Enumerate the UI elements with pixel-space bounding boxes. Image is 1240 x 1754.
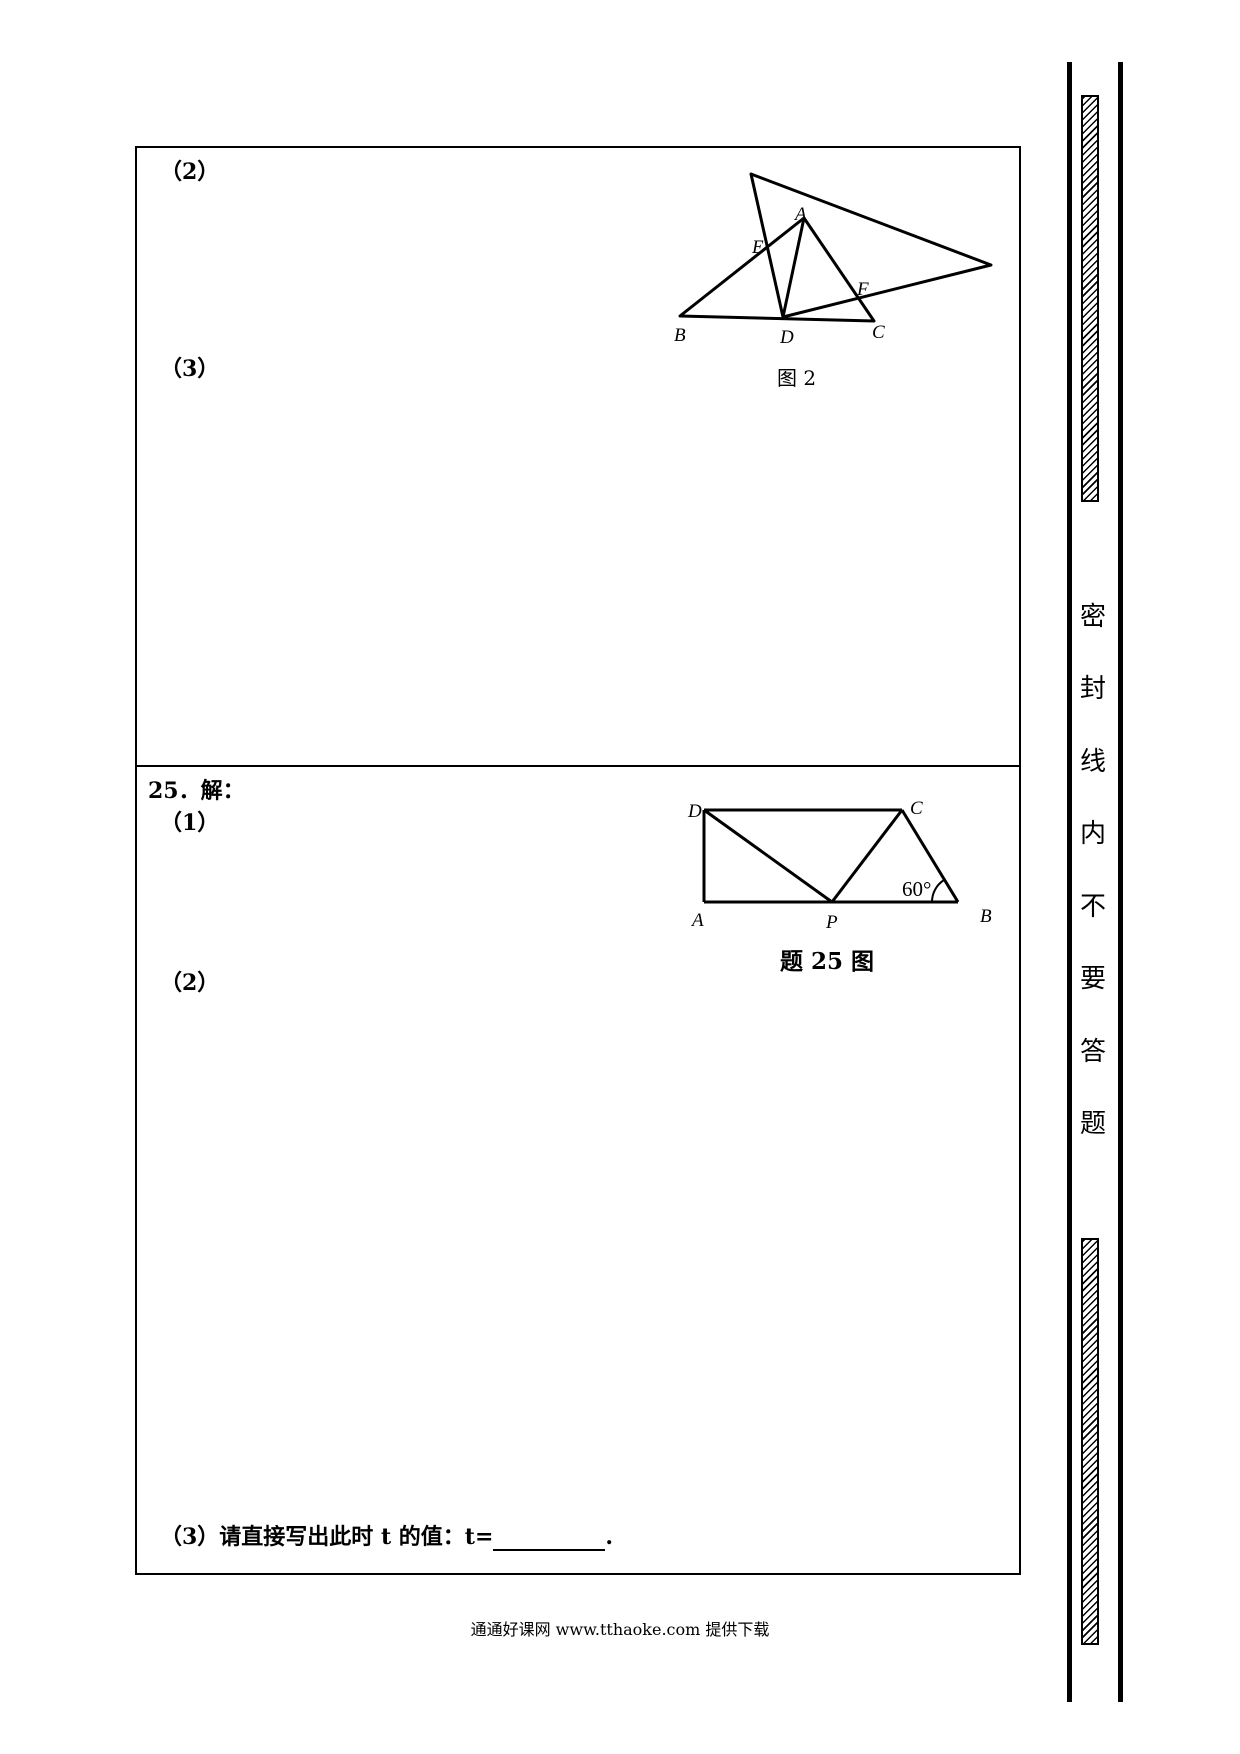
hatched-bar-bottom [1081, 1238, 1099, 1645]
hatched-bar-top [1081, 95, 1099, 502]
point-f-label: F [856, 279, 869, 300]
seal-char-1: 密 [1079, 602, 1106, 632]
seal-char-3: 线 [1079, 747, 1106, 777]
point-e-label: E [751, 237, 764, 258]
seal-char-6: 要 [1079, 964, 1106, 994]
point-a-label: A [793, 204, 807, 225]
segment-ad [781, 217, 806, 318]
part-3-label-top: （3） [160, 356, 220, 382]
figure-2: A B C D E F [674, 172, 993, 348]
question-25-heading: 25．解： [148, 778, 245, 804]
segment-dp [703, 808, 833, 904]
point-c-label-25: C [910, 798, 923, 819]
figure-2-caption: 图 2 [777, 366, 817, 390]
point-c-label: C [872, 322, 885, 343]
seal-char-4: 内 [1079, 819, 1106, 849]
answer-box-bottom [135, 765, 1021, 1575]
part-2-label-top: （2） [160, 159, 220, 185]
seal-char-5: 不 [1079, 892, 1106, 922]
seal-char-8: 题 [1079, 1109, 1106, 1139]
seal-char-7: 答 [1079, 1037, 1106, 1067]
figure-25: D C A P B 60° [687, 798, 992, 932]
part-2-label-bottom: （2） [160, 970, 220, 996]
point-d-label-25: D [687, 801, 702, 822]
point-d-label: D [779, 327, 794, 348]
triangle-abc [678, 216, 876, 323]
part-1-label-bottom: （1） [160, 810, 220, 836]
point-p-label-25: P [825, 912, 838, 932]
seal-char-2: 封 [1079, 674, 1106, 704]
footer-text: 通通好课网 www.tthaoke.com 提供下载 [470, 1620, 770, 1639]
part-3-period: . [605, 1524, 614, 1550]
seal-line-right [1118, 62, 1123, 1702]
angle-60-label: 60° [902, 877, 931, 901]
segment-cb [900, 809, 960, 903]
angle-arc [930, 879, 945, 903]
seal-line-left [1067, 62, 1072, 1702]
point-b-label: B [674, 325, 686, 346]
figure-25-caption: 题 25 图 [780, 948, 875, 975]
point-a-label-25: A [690, 910, 704, 931]
part-3-prompt: （3）请直接写出此时 t 的值：t=. [160, 1519, 613, 1551]
part-3-text: （3）请直接写出此时 t 的值：t= [160, 1524, 494, 1550]
segment-pc [830, 809, 904, 903]
point-b-label-25: B [980, 906, 992, 927]
answer-blank[interactable] [493, 1527, 606, 1551]
